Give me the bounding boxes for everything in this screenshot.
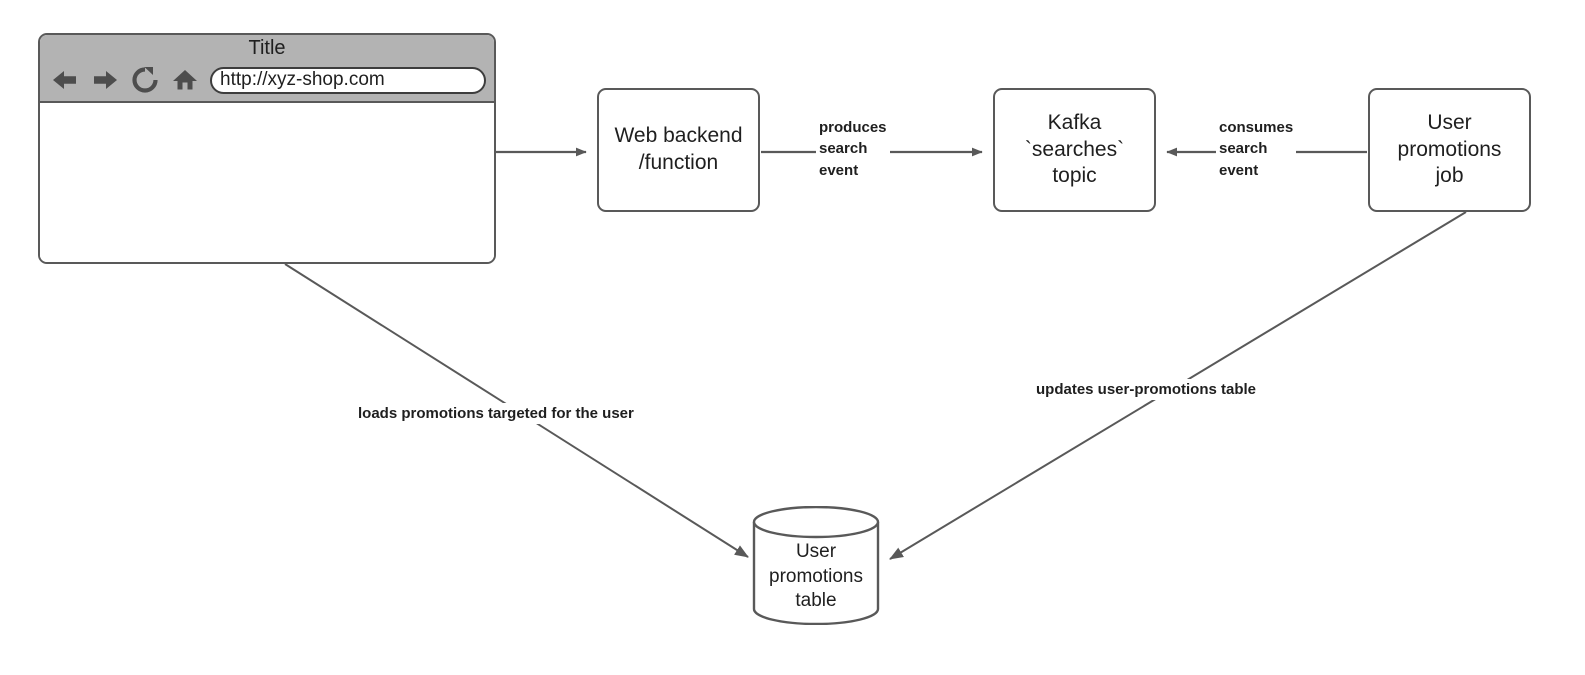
edge-label-loads-promotions: loads promotions targeted for the user	[355, 403, 637, 425]
edge-label-consumes-search-event: consumes search event	[1216, 117, 1297, 181]
url-input[interactable]: http://xyz-shop.com	[210, 66, 486, 94]
browser-window[interactable]: Title	[38, 33, 496, 264]
back-icon[interactable]	[50, 66, 80, 94]
node-user-promotions-table-label: User promotions table	[769, 541, 863, 612]
node-web-backend[interactable]: Web backend /function	[597, 88, 760, 212]
node-kafka-searches-topic[interactable]: Kafka `searches` topic	[993, 88, 1156, 212]
browser-toolbar: http://xyz-shop.com	[50, 63, 486, 97]
node-user-promotions-table[interactable]: User promotions table	[752, 506, 880, 625]
edge-label-updates-table: updates user-promotions table	[1033, 379, 1260, 401]
browser-title: Title	[248, 37, 286, 59]
cylinder-shape	[752, 506, 880, 625]
browser-viewport[interactable]	[40, 103, 494, 262]
browser-chrome: Title	[40, 35, 494, 103]
edge-label-produces-search-event: produces search event	[816, 117, 890, 181]
node-user-promotions-job[interactable]: User promotions job	[1368, 88, 1531, 212]
forward-icon[interactable]	[90, 66, 120, 94]
home-icon[interactable]	[170, 66, 200, 94]
reload-icon[interactable]	[130, 66, 160, 94]
